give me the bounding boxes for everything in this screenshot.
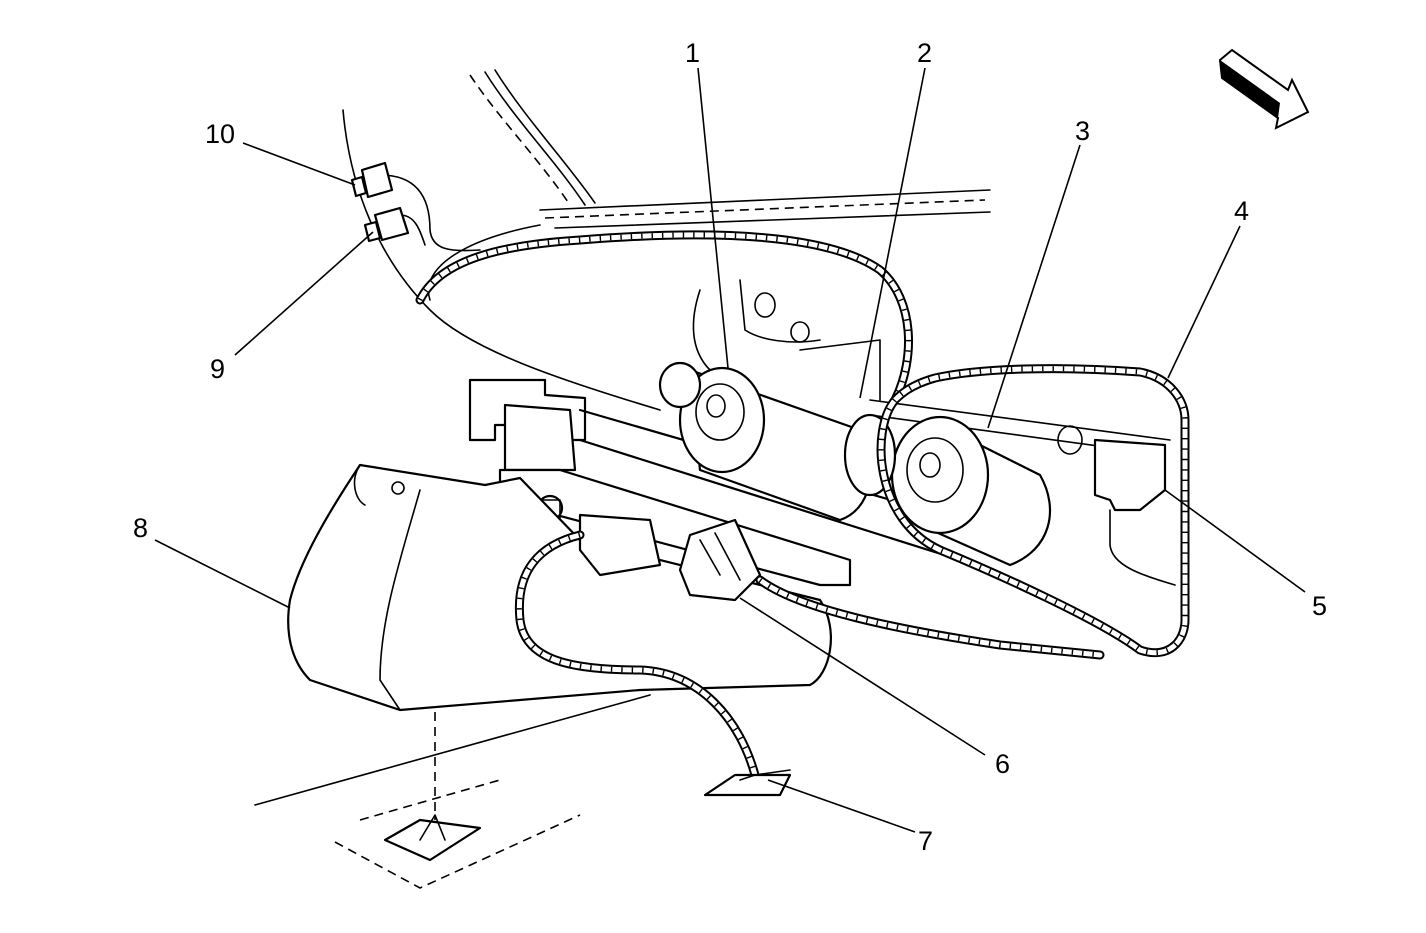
callout-3: 3 bbox=[1075, 116, 1090, 146]
callout-7: 7 bbox=[918, 826, 933, 856]
callout-8: 8 bbox=[133, 513, 148, 543]
callout-2: 2 bbox=[917, 38, 932, 68]
wiring-harness bbox=[379, 174, 1190, 780]
callout-labels: 1 2 3 4 5 6 7 8 9 10 bbox=[133, 38, 1327, 856]
connector-9 bbox=[363, 206, 410, 243]
callout-10: 10 bbox=[205, 119, 235, 149]
callout-6: 6 bbox=[995, 749, 1010, 779]
leader-lines bbox=[154, 67, 1306, 833]
control-module bbox=[287, 463, 832, 712]
connector-6 bbox=[578, 513, 762, 602]
callout-4: 4 bbox=[1234, 196, 1249, 226]
callout-1: 1 bbox=[685, 38, 700, 68]
relay-block bbox=[1093, 438, 1176, 586]
actuator-3 bbox=[843, 413, 1052, 567]
callout-5: 5 bbox=[1312, 591, 1327, 621]
callout-9: 9 bbox=[210, 354, 225, 384]
floor-mount-stud bbox=[254, 694, 792, 889]
connector-10 bbox=[350, 161, 394, 199]
actuator-1 bbox=[658, 361, 872, 522]
forward-direction-arrow-icon bbox=[1218, 48, 1310, 130]
